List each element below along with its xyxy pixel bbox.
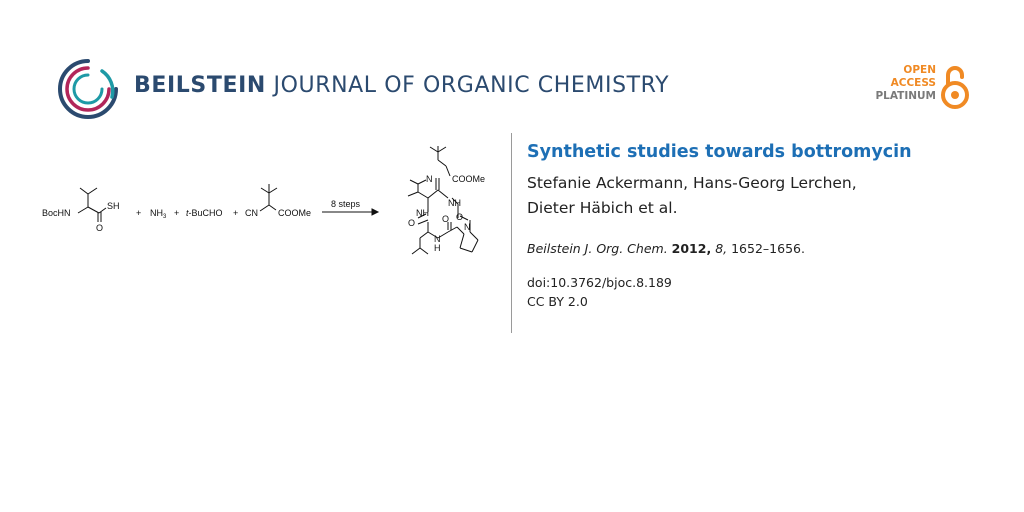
sh-label: SH	[107, 201, 120, 211]
doi-link[interactable]: doi:10.3762/bjoc.8.189	[527, 275, 672, 290]
reaction-arrow	[322, 208, 380, 216]
author-list: Stefanie Ackermann, Hans-Georg Lerchen, …	[527, 171, 997, 221]
open-access-badge: OPEN ACCESS PLATINUM	[870, 64, 980, 112]
open-lock-icon	[941, 66, 969, 109]
oa-platinum-label: PLATINUM	[875, 90, 936, 102]
authors-line-1: Stefanie Ackermann, Hans-Georg Lerchen,	[527, 174, 857, 192]
plus-sign-3: +	[233, 208, 238, 218]
authors-line-2: Dieter Häbich et al.	[527, 199, 678, 217]
article-info: Synthetic studies towards bottromycin St…	[527, 140, 997, 311]
product-ring-n-label: N	[464, 222, 471, 232]
citation: Beilstein J. Org. Chem. 2012, 8, 1652–16…	[527, 241, 997, 257]
license-label[interactable]: CC BY 2.0	[527, 294, 588, 309]
beilstein-logo-icon[interactable]	[56, 57, 120, 121]
citation-volume: 8,	[715, 241, 728, 256]
journal-brand: BEILSTEIN	[134, 73, 266, 98]
article-title[interactable]: Synthetic studies towards bottromycin	[527, 142, 912, 162]
reactant-isocyanide	[259, 184, 278, 212]
product-nh-label-2: NH	[416, 208, 429, 218]
reactant-boc-valine	[77, 187, 107, 222]
aldehyde-label: t-BuCHO	[186, 208, 223, 218]
journal-header: BEILSTEIN JOURNAL OF ORGANIC CHEMISTRY O…	[0, 0, 1024, 130]
product-ester-label: COOMe	[452, 174, 485, 184]
boc-hn-label: BocHN	[42, 208, 71, 218]
isocyanide-ester-label: COOMe	[278, 208, 311, 218]
product-o-label-3: O	[442, 214, 449, 224]
journal-name[interactable]: BEILSTEIN JOURNAL OF ORGANIC CHEMISTRY	[134, 73, 669, 98]
journal-subtitle: JOURNAL OF ORGANIC CHEMISTRY	[265, 73, 670, 98]
product-o-label-2: O	[456, 212, 463, 222]
product-n-label: N	[434, 234, 441, 244]
oa-open-label: OPEN	[903, 64, 936, 76]
isocyanide-cn-label: CN	[245, 208, 258, 218]
carbonyl-o-label: O	[96, 223, 103, 233]
citation-year: 2012,	[671, 241, 712, 256]
arrow-steps-label: 8 steps	[331, 199, 361, 209]
product-o-label-1: O	[408, 218, 415, 228]
vertical-divider	[511, 133, 512, 333]
oa-access-label: ACCESS	[890, 77, 936, 89]
reaction-scheme: BocHN SH O + NH3 + t-BuCHO + CN COOMe 8 …	[42, 146, 485, 255]
plus-sign-2: +	[174, 208, 179, 218]
product-nh-label-1: NH	[448, 198, 461, 208]
citation-pages: 1652–1656.	[731, 241, 805, 256]
plus-sign-1: +	[136, 208, 141, 218]
product-structure	[407, 146, 479, 255]
citation-journal: Beilstein J. Org. Chem.	[527, 241, 668, 256]
product-n-top-label: N	[426, 174, 433, 184]
product-h-label: H	[434, 243, 441, 253]
ammonia-label: NH3	[150, 208, 167, 220]
